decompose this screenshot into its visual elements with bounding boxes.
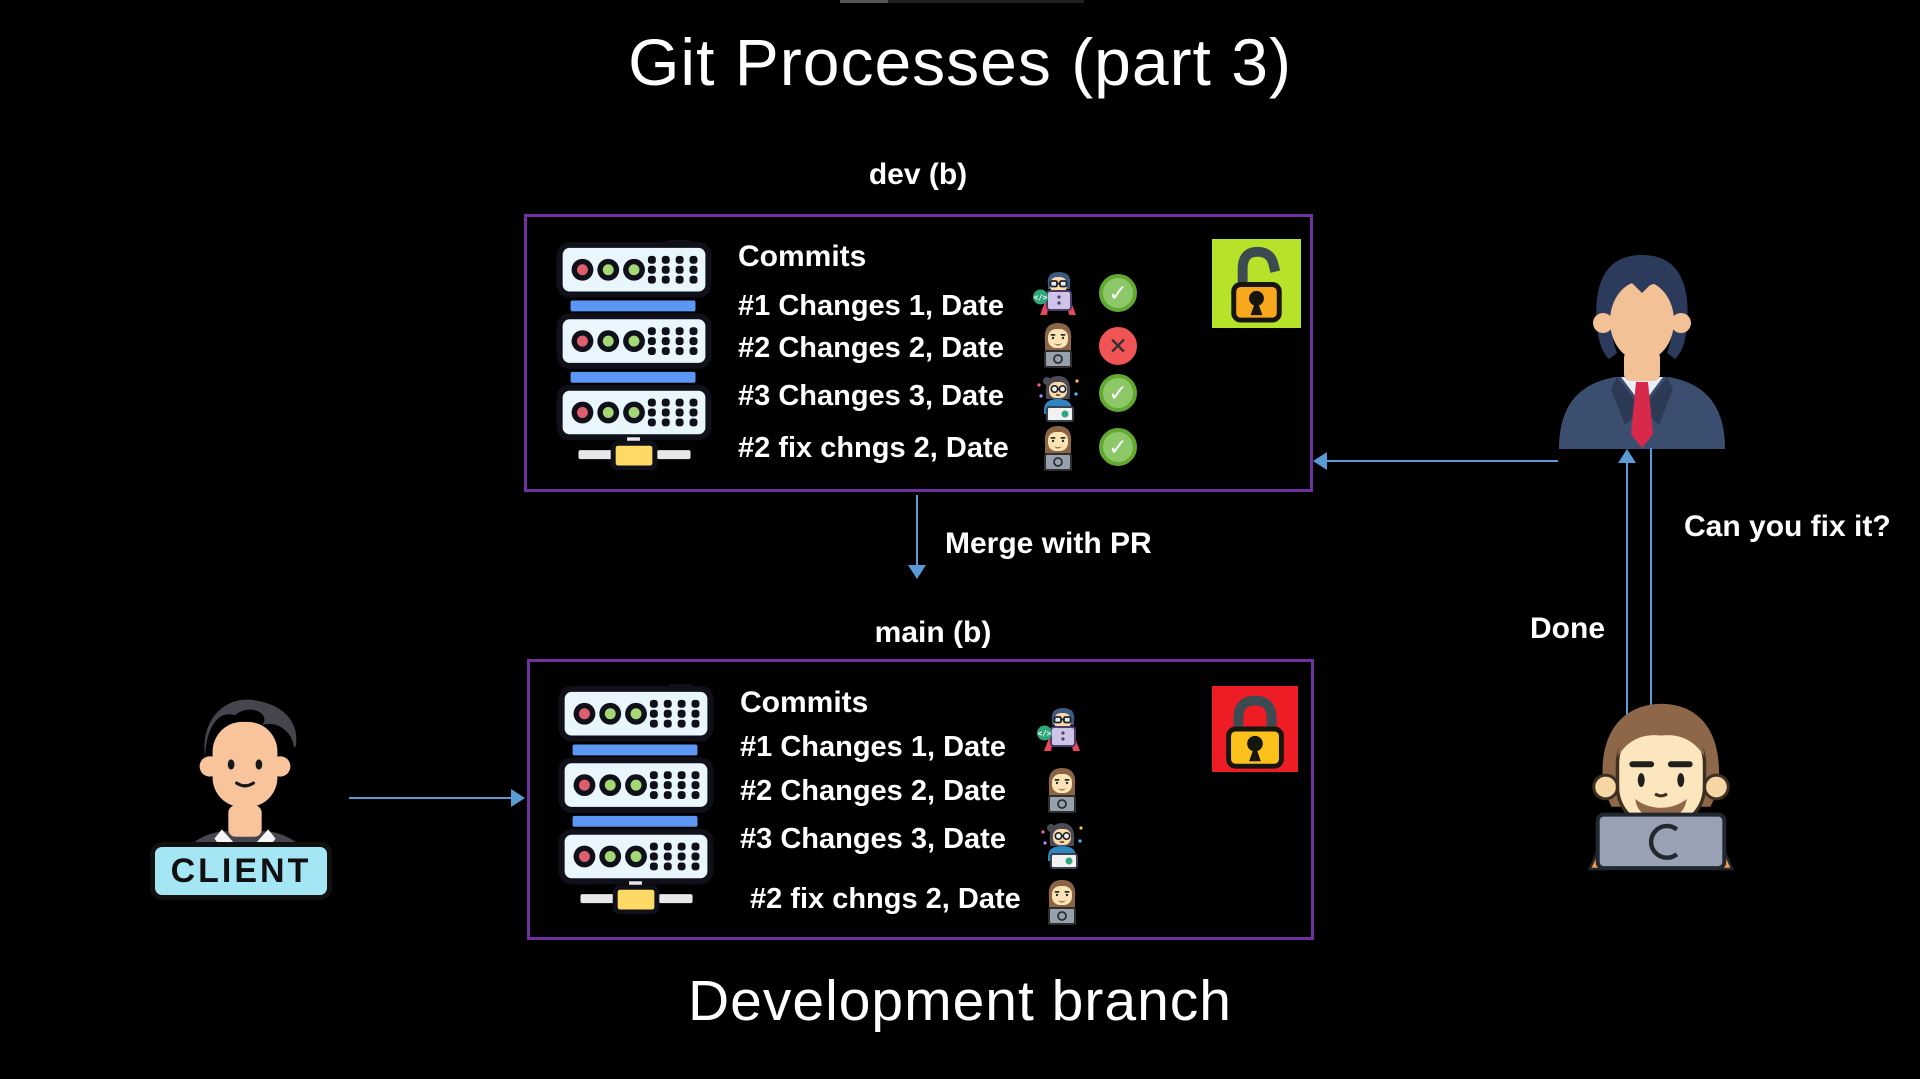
- commits-header: Commits: [738, 240, 867, 273]
- commit-row: #3 Changes 3, Date: [738, 380, 1004, 412]
- merge-arrow-line: [916, 495, 918, 567]
- commits-header: Commits: [740, 686, 869, 719]
- footer-caption: Development branch: [688, 969, 1232, 1033]
- female-dev-avatar-icon: [1032, 371, 1084, 423]
- server-icon: [558, 684, 718, 914]
- video-progress-played: [840, 0, 888, 3]
- unlocked-icon: [1212, 239, 1301, 328]
- coder-avatar-icon: [1032, 268, 1084, 320]
- fix-arrow-line: [1650, 448, 1652, 760]
- commit-row: #2 fix chngs 2, Date: [738, 432, 1009, 464]
- done-arrow-line: [1626, 462, 1628, 774]
- done-arrow-head: [1618, 449, 1636, 463]
- commit-row: #1 Changes 1, Date: [740, 731, 1006, 763]
- commit-status-icon: [1099, 327, 1137, 365]
- dev-branch-label: dev (b): [868, 158, 968, 191]
- commit-row: #2 Changes 2, Date: [740, 775, 1006, 807]
- commit-row: #2 fix chngs 2, Date: [750, 883, 1021, 915]
- fix-request-label: Can you fix it?: [1684, 510, 1891, 543]
- done-label: Done: [1530, 612, 1605, 645]
- page-title: Git Processes (part 3): [628, 25, 1292, 99]
- client-request-arrow-head: [511, 789, 525, 807]
- main-branch-label: main (b): [874, 616, 992, 649]
- boss-person-icon: [1553, 249, 1731, 449]
- female-dev-avatar-icon: [1036, 818, 1088, 870]
- locked-icon: [1212, 686, 1298, 772]
- video-progress-bar[interactable]: [840, 0, 1084, 3]
- client-request-arrow-line: [349, 797, 513, 799]
- server-icon: [556, 240, 716, 470]
- merge-arrow-head: [908, 565, 926, 579]
- commit-status-icon: [1099, 428, 1137, 466]
- boss-to-dev-arrow-head: [1313, 452, 1327, 470]
- coder-avatar-icon: [1036, 704, 1088, 756]
- bearded-dev-avatar-icon: [1032, 319, 1084, 371]
- developer-laptop-icon: [1572, 696, 1750, 872]
- client-badge: CLIENT: [150, 842, 332, 900]
- commit-row: #1 Changes 1, Date: [738, 290, 1004, 322]
- commit-status-icon: [1099, 374, 1137, 412]
- bearded-dev-avatar-icon: [1036, 764, 1088, 816]
- commit-row: #2 Changes 2, Date: [738, 332, 1004, 364]
- boss-to-dev-arrow-line: [1326, 460, 1558, 462]
- merge-arrow-label: Merge with PR: [945, 527, 1152, 560]
- commit-status-icon: [1099, 274, 1137, 312]
- commit-row: #3 Changes 3, Date: [740, 823, 1006, 855]
- bearded-dev-avatar-icon: [1036, 876, 1088, 928]
- bearded-dev-avatar-icon: [1032, 422, 1084, 474]
